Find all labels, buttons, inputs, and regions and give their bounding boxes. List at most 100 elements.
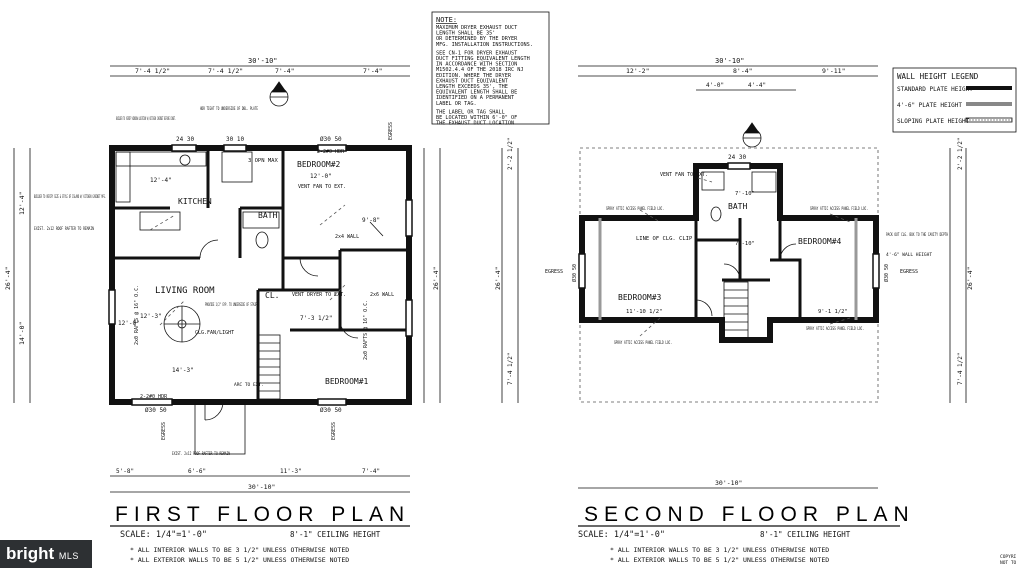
sf-clg-clip-line: LINE OF CLG. CLIP bbox=[636, 236, 693, 242]
ff-left-dim-1: 12'-4" bbox=[18, 192, 26, 215]
ff-room-dim-7: 12'-0" bbox=[118, 320, 140, 327]
sf-room-dim-4: 9'-1 1/2" bbox=[818, 309, 848, 315]
ff-right-total: 26'-4" bbox=[432, 267, 440, 290]
note-line: LABEL OR TAG. bbox=[436, 101, 477, 107]
sf-scale: SCALE: 1/4"=1'-0" bbox=[578, 530, 665, 540]
note-line: SEE CN-1 FOR DRYER EXHAUST bbox=[436, 50, 517, 56]
ff-bottom-dim-3: 11'-3" bbox=[280, 468, 302, 475]
sf-sub-dim-1: 4'-0" bbox=[706, 82, 724, 89]
sf-note-attic-2: SPRAY ATTIC ACCESS PANEL FIELD LOC. bbox=[810, 206, 868, 212]
ff-left-total: 26'-4" bbox=[4, 267, 12, 290]
ff-left-dim-2: 14'-0" bbox=[18, 322, 26, 345]
sf-top-dim-3: 9'-11" bbox=[822, 67, 845, 75]
sf-sub-dim-2: 4'-4" bbox=[748, 82, 766, 89]
note-line: MAXIMUM DRYER EXHAUST DUCT bbox=[436, 25, 517, 31]
ff-bottom-dim-1: 5'-8" bbox=[116, 468, 134, 475]
ff-room-kitchen: KITCHEN bbox=[178, 197, 212, 206]
ff-note-exist-1: EXIST. 2x12 ROOF RAFTER TO REMAIN bbox=[34, 226, 94, 232]
ff-overall-top: 30'-10" bbox=[248, 57, 278, 65]
ff-room-bath: BATH bbox=[258, 211, 277, 220]
note-line: BE LOCATED WITHIN 6'-0" OF bbox=[436, 115, 517, 121]
ff-ceiling: 8'-1" CEILING HEIGHT bbox=[290, 530, 381, 539]
sf-egress-1: EGRESS bbox=[545, 269, 563, 275]
ff-top-dim-3: 7'-4" bbox=[275, 67, 295, 75]
sf-left-dim-2: 26'-4" bbox=[494, 267, 502, 290]
sf-top-dim-1: 12'-2" bbox=[626, 67, 649, 75]
note-line: THE EXHAUST DUCT LOCATION bbox=[436, 121, 514, 127]
sf-window-1: 24 30 bbox=[728, 154, 746, 161]
note-line: EQUIVALENT LENGTH SHALL BE bbox=[436, 90, 517, 96]
ff-room-bedroom-1: BEDROOM#1 bbox=[325, 377, 369, 386]
note-line: EXHAUST DUCT EQUIVALENT bbox=[436, 78, 508, 84]
ff-note-interior: * ALL INTERIOR WALLS TO BE 3 1/2" UNLESS… bbox=[130, 546, 349, 554]
sf-room-bedroom-3: BEDROOM#3 bbox=[618, 293, 662, 302]
sf-room-dim-2: 7'-10" bbox=[735, 241, 755, 247]
ff-window-6: Ø30 50 bbox=[145, 407, 167, 414]
ff-room-closet: CL. bbox=[265, 291, 279, 300]
ff-room-dim-3: 14'-3" bbox=[172, 367, 194, 374]
ff-top-dim-4: 7'-4" bbox=[363, 67, 383, 75]
bright-mls-watermark: bright MLS bbox=[0, 540, 92, 568]
ff-top-dim-2: 7'-4 1/2" bbox=[208, 67, 243, 75]
ff-note-exterior: * ALL EXTERIOR WALLS TO BE 5 1/2" UNLESS… bbox=[130, 556, 349, 564]
ff-note-vent-fan: VENT FAN TO EXT. bbox=[298, 184, 346, 190]
ff-egress-3: EGRESS bbox=[331, 422, 337, 440]
sf-overall-top: 30'-10" bbox=[715, 57, 745, 65]
ff-egress-2: EGRESS bbox=[161, 422, 167, 440]
ff-room-bedroom-2: BEDROOM#2 bbox=[297, 160, 341, 169]
sf-note-interior: * ALL INTERIOR WALLS TO BE 3 1/2" UNLESS… bbox=[610, 546, 829, 554]
sf-note-pack-out: PACK OUT CLG. BOX TO THE CAVITY DEPTH bbox=[886, 232, 948, 238]
legend-item-4-6: 4'-6" PLATE HEIGHT bbox=[897, 102, 962, 109]
sf-note-exterior: * ALL EXTERIOR WALLS TO BE 5 1/2" UNLESS… bbox=[610, 556, 829, 564]
note-line: LENGTH SHALL BE 35' bbox=[436, 31, 495, 37]
ff-window-8: 2-2#0 HDR bbox=[140, 394, 168, 400]
sf-room-bath: BATH bbox=[728, 202, 747, 211]
sf-section-marker bbox=[742, 122, 762, 148]
ff-note-2x6: 2x6 WALL bbox=[370, 292, 394, 298]
legend-item-standard: STANDARD PLATE HEIGHT bbox=[897, 86, 973, 93]
sf-egress-2: EGRESS bbox=[900, 269, 918, 275]
sf-room-bedroom-4: BEDROOM#4 bbox=[798, 237, 842, 246]
ff-room-dim-6: 12'-3" bbox=[140, 313, 162, 320]
note-line: IN ACCORDANCE WITH SECTION bbox=[436, 62, 517, 68]
second-floor-plan: 30'-10" 12'-2" 8'-4" 9'-11" 4'-0" 4'-4" … bbox=[494, 57, 974, 564]
ff-note-stair-gyp: PROVIDE 1/2" GYP. TO UNDERSIDE OF STAIR bbox=[205, 302, 257, 308]
sf-title: SECOND FLOOR PLAN bbox=[584, 503, 915, 526]
ff-note-exist-2: EXIST. 2x12 ROOF RAFTER TO REMAIN bbox=[172, 451, 230, 457]
legend-title: WALL HEIGHT LEGEND bbox=[897, 72, 979, 81]
ff-note-window-verify: BUILDER TO VERIFY WINDOW LOCATION W/ KIT… bbox=[116, 116, 176, 122]
ff-room-dim-4: 9'-8" bbox=[362, 217, 380, 224]
ff-rafters-1: 2x0 RAFTS @ 16" O.C. bbox=[134, 285, 140, 345]
note-header: NOTE: bbox=[436, 16, 457, 24]
sf-window-2: Ø30 50 bbox=[571, 264, 578, 282]
ff-room-dim-5: 7'-3 1/2" bbox=[300, 315, 333, 322]
sf-note-attic-4: SPRAY ATTIC ACCESS PANEL FIELD LOC. bbox=[806, 326, 864, 332]
note-line: MFG. INSTALLATION INSTRUCTIONS. bbox=[436, 42, 533, 48]
ff-window-2: 30 10 bbox=[226, 136, 244, 143]
ff-bottom-dim-2: 6'-6" bbox=[188, 468, 206, 475]
ff-note-arc: ARC TO EXT. bbox=[234, 382, 264, 388]
ff-note-fan: CLG.FAN/LIGHT bbox=[195, 330, 234, 336]
sf-right-dim-1: 2'-2 1/2" bbox=[957, 137, 964, 170]
ff-top-dim-1: 7'-4 1/2" bbox=[135, 67, 170, 75]
sf-top-dim-2: 8'-4" bbox=[733, 67, 753, 75]
note-line: M1502.4.4 OF THE 2018 IRC NJ bbox=[436, 67, 523, 73]
ff-scale: SCALE: 1/4"=1'-0" bbox=[120, 530, 207, 540]
ff-note-vent-dryer: VENT DRYER TO EXT. bbox=[292, 292, 346, 298]
ff-room-dim-2: 12'-4" bbox=[150, 177, 172, 184]
watermark-suffix: MLS bbox=[58, 551, 79, 561]
sf-right-dim-3: 7'-4 1/2" bbox=[957, 352, 964, 385]
legend-item-sloping: SLOPING PLATE HEIGHT bbox=[897, 118, 970, 125]
ff-window-5: 3 OPN MAX bbox=[248, 158, 278, 164]
ff-window-7: Ø30 50 bbox=[320, 407, 342, 414]
note-line: THE LABEL OR TAG SHALL bbox=[436, 109, 505, 115]
note-line: OR DETERMINED BY THE DRYER bbox=[436, 36, 518, 42]
ff-note-island: BUILDER TO VERIFY SIZE & STYLE OF ISLAND… bbox=[34, 194, 106, 200]
ff-title: FIRST FLOOR PLAN bbox=[115, 503, 410, 526]
watermark-brand: bright bbox=[6, 544, 55, 563]
ff-room-dim-1: 12'-0" bbox=[310, 173, 332, 180]
ff-bottom-dim-4: 7'-4" bbox=[362, 468, 380, 475]
sf-left-dim-3: 7'-4 1/2" bbox=[507, 352, 514, 385]
